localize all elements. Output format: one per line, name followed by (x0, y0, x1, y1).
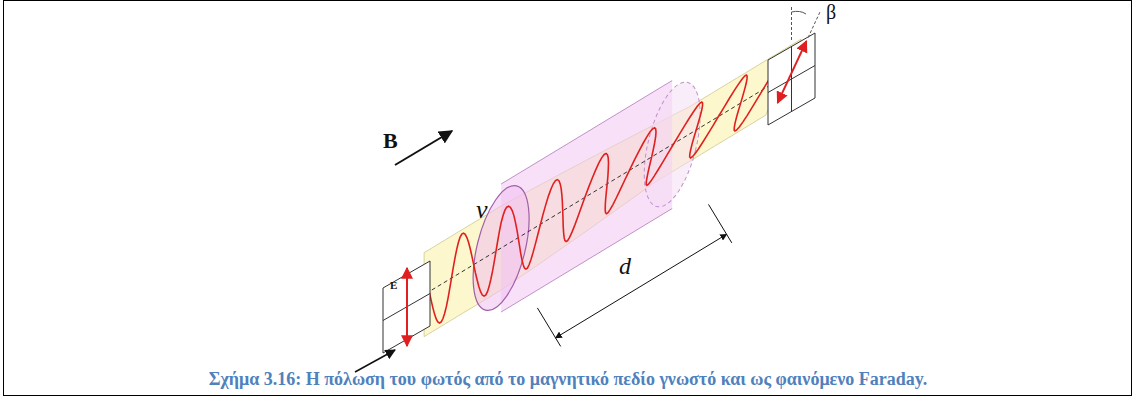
reference-line (791, 6, 792, 40)
output-polarizer (768, 33, 815, 125)
angle-arc (792, 11, 807, 14)
e-field-arrow (406, 268, 408, 346)
polarization-plane (424, 39, 801, 337)
field-label: B (383, 130, 398, 152)
input-polarizer (383, 261, 430, 353)
medium-cylinder (501, 81, 672, 313)
b-field-arrow (395, 131, 452, 165)
rotation-line (808, 10, 821, 37)
light-wave (424, 48, 791, 323)
length-label: d (619, 254, 631, 278)
rotated-e-arrow (778, 41, 807, 103)
length-dimension (537, 204, 731, 346)
light-input-arrow (355, 350, 395, 372)
angle-label: β (826, 2, 836, 22)
verdet-label: ν (476, 197, 488, 223)
field-label: E (390, 280, 397, 291)
figure-caption: Σχήμα 3.16: Η πόλωση του φωτός από το μα… (10, 369, 1126, 390)
